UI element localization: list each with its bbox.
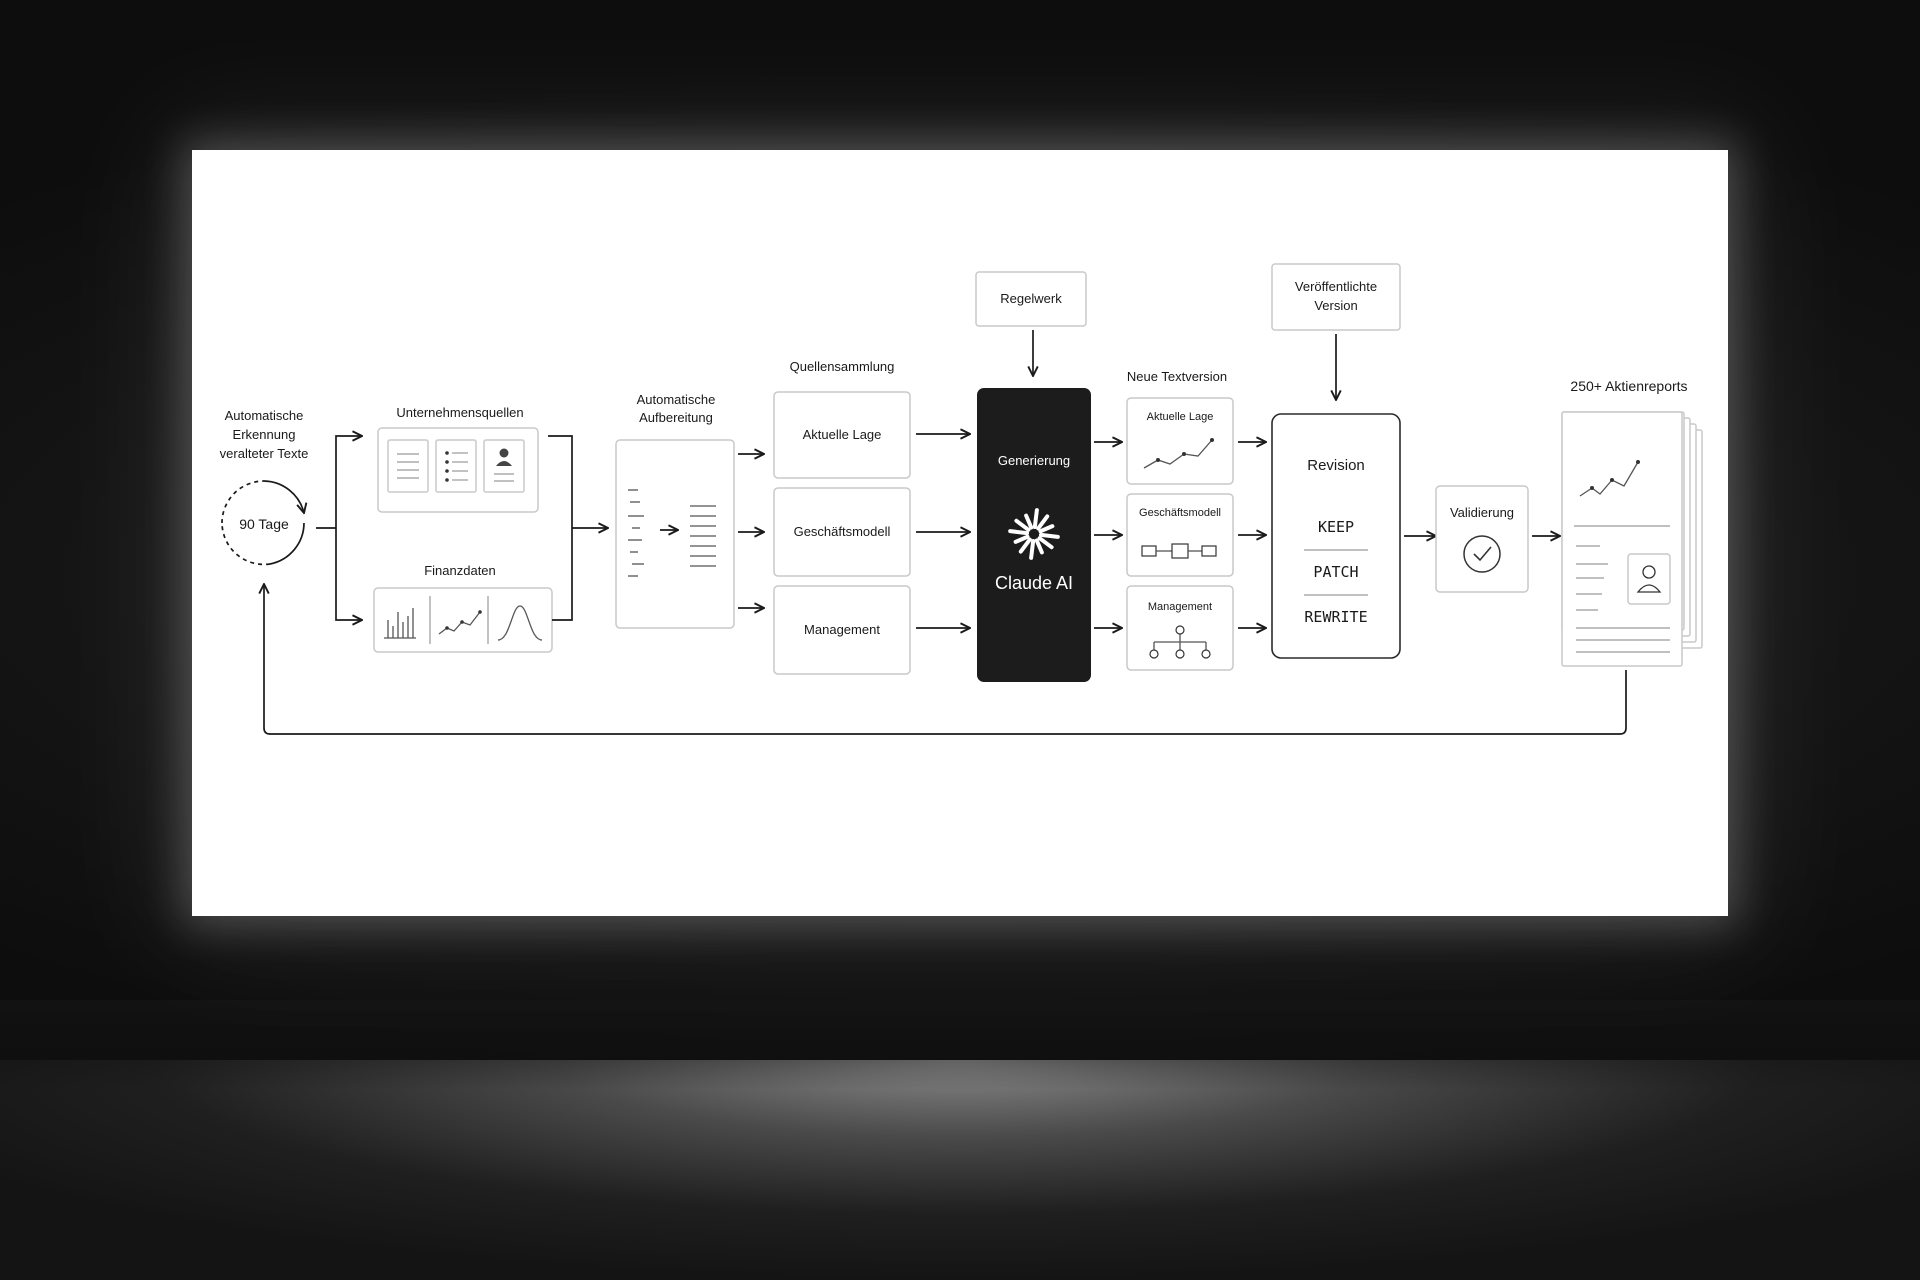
- process-flow-icon: [1141, 543, 1217, 559]
- claude-spark-icon: [1008, 508, 1060, 560]
- spark-ray: [1037, 536, 1054, 550]
- spark-ray: [1008, 529, 1030, 536]
- spark-ray: [1034, 538, 1044, 555]
- spark-ray: [1018, 537, 1032, 554]
- generation-box: [977, 388, 1091, 682]
- spark-ray: [1013, 534, 1030, 544]
- preparation-title: Automatische Aufbereitung: [637, 392, 716, 425]
- document-icon: [387, 439, 429, 493]
- published-version-line2: Version: [1314, 298, 1357, 313]
- cycle-icon: [221, 480, 304, 566]
- new-version-outputs: [1238, 442, 1266, 628]
- collection-item-label: Geschäftsmodell: [794, 524, 891, 539]
- workflow-diagram: Automatische Erkennung veralteter Texte …: [220, 263, 1703, 735]
- spark-ray: [1032, 508, 1039, 530]
- preparation-box: [615, 439, 735, 629]
- scattered-lines-icon: [628, 489, 644, 577]
- report-chart-icon: [1574, 460, 1670, 527]
- spark-ray: [1029, 538, 1036, 560]
- line-chart-icon: [438, 610, 482, 635]
- floor-reflection: [0, 1060, 1920, 1280]
- distribution-curve-icon: [497, 605, 543, 641]
- revision-option-patch: PATCH: [1313, 563, 1358, 581]
- collection-item-current: [773, 391, 911, 479]
- preparation-outputs: [738, 454, 764, 608]
- svg-text:Automatische: Automatische: [637, 392, 716, 407]
- detection-title: Automatische Erkennung veralteter Texte: [220, 408, 309, 461]
- list-document-icon: [435, 439, 477, 493]
- feedback-loop-arrow: [264, 584, 1627, 735]
- org-chart-icon: [1149, 625, 1211, 659]
- revision-option-rewrite: REWRITE: [1304, 608, 1367, 626]
- profile-document-icon: [483, 439, 525, 493]
- spark-ray: [1024, 513, 1034, 530]
- revision-option-keep: KEEP: [1318, 518, 1354, 536]
- collection-item-label: Aktuelle Lage: [803, 427, 882, 442]
- collection-title: Quellensammlung: [790, 359, 895, 374]
- generation-title: Generierung: [998, 453, 1070, 468]
- collection-outputs: [916, 434, 970, 628]
- new-version-item-label: Aktuelle Lage: [1147, 411, 1214, 423]
- detection-splitter: [316, 436, 362, 620]
- trend-line-icon: [1143, 438, 1214, 469]
- svg-text:Automatische: Automatische: [225, 408, 304, 423]
- spark-ray: [1038, 532, 1060, 539]
- bar-chart-icon: [384, 608, 416, 639]
- output-title: 250+ Aktienreports: [1570, 378, 1687, 394]
- new-version-item-label: Geschäftsmodell: [1139, 507, 1221, 519]
- floor-fade: [0, 1000, 1920, 1090]
- person-icon: [1627, 553, 1671, 605]
- published-version-box: [1271, 263, 1401, 331]
- projection-screen: Automatische Erkennung veralteter Texte …: [192, 150, 1728, 916]
- new-version-title: Neue Textversion: [1127, 369, 1227, 384]
- spark-ray: [1038, 524, 1055, 534]
- svg-text:Aufbereitung: Aufbereitung: [639, 410, 713, 425]
- new-version-item-label: Management: [1148, 601, 1212, 613]
- rules-box: [975, 271, 1087, 327]
- spark-ray: [1014, 518, 1031, 532]
- check-circle-icon: [1463, 535, 1501, 573]
- sources-merge: [548, 435, 608, 621]
- structured-lines-icon: [690, 505, 716, 567]
- engine-label: Claude AI: [995, 573, 1073, 593]
- validation-box: [1435, 485, 1529, 593]
- company-sources-title: Unternehmensquellen: [396, 405, 523, 420]
- revision-box: [1271, 413, 1401, 659]
- validation-label: Validierung: [1450, 505, 1514, 520]
- financial-data-box: [373, 587, 553, 653]
- revision-title: Revision: [1307, 457, 1365, 474]
- collection-item-management: [773, 585, 911, 675]
- report-text-lines: [1576, 545, 1670, 653]
- generation-outputs: [1094, 442, 1122, 628]
- svg-text:veralteter Texte: veralteter Texte: [220, 446, 309, 461]
- collection-item-label: Management: [804, 622, 880, 637]
- svg-text:Erkennung: Erkennung: [233, 427, 296, 442]
- financial-data-title: Finanzdaten: [424, 563, 496, 578]
- spark-ray: [1036, 514, 1050, 531]
- rules-label: Regelwerk: [1000, 291, 1062, 306]
- cycle-label: 90 Tage: [239, 516, 289, 532]
- collection-item-business: [773, 487, 911, 577]
- published-version-line1: Veröffentlichte: [1295, 279, 1377, 294]
